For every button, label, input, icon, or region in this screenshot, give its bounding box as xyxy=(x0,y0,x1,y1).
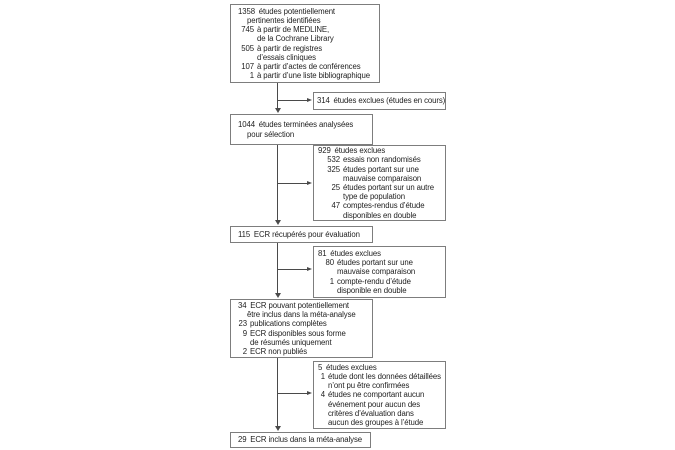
flow-line: disponible en double xyxy=(337,285,407,295)
flow-line: type de population xyxy=(343,192,405,202)
branch-excluded-eligibility-line xyxy=(277,269,308,270)
flow-line: aucun des groupes à l’étude xyxy=(328,418,424,427)
flow-line: 29 ECR inclus dans la méta-analyse xyxy=(238,435,363,445)
flow-line: 314 études exclues (études en cours) xyxy=(317,96,446,106)
flow-line: 81 études exclues xyxy=(318,248,381,258)
arrow-potential-to-included-head xyxy=(274,426,281,431)
branch-excluded-analysis-line xyxy=(277,393,308,394)
flow-line: événement pour aucun des xyxy=(328,399,421,409)
arrow-screened-to-retrieved-head xyxy=(274,220,281,225)
flow-line: d’essais cliniques xyxy=(257,52,316,62)
flow-line: mauvaise comparaison xyxy=(337,267,416,277)
flow-line: 34 ECR pouvant potentiellement xyxy=(238,300,349,310)
flow-line: n’ont pu être confirmées xyxy=(328,381,410,391)
box-rct-retrieved: 115 ECR récupérés pour évaluation xyxy=(230,226,373,243)
flow-line: critères d’évaluation dans xyxy=(328,408,414,418)
branch-excluded-eligibility-head xyxy=(307,266,312,271)
flow-line: 115 ECR récupérés pour évaluation xyxy=(238,229,360,239)
flow-line: pour sélection xyxy=(247,129,295,139)
arrow-retrieved-to-potential-line xyxy=(277,243,278,294)
flow-line: être inclus dans la méta-analyse xyxy=(247,310,356,320)
flow-line: de résumés uniquement xyxy=(250,337,332,347)
flow-line: 929 études exclues xyxy=(318,146,386,156)
box-excluded-ongoing: 314 études exclues (études en cours) xyxy=(313,92,446,110)
flow-line: pertinentes identifiées xyxy=(247,15,321,25)
arrow-retrieved-to-potential-head xyxy=(274,293,281,298)
flow-line: 5 études exclues xyxy=(318,362,377,372)
flow-line: 1358 études potentiellement xyxy=(238,6,335,16)
arrow-potential-to-included-line xyxy=(277,358,278,427)
flow-line: disponibles en double xyxy=(343,210,417,220)
arrow-identified-to-screened-line xyxy=(277,83,278,109)
branch-excluded-screening-head xyxy=(307,180,312,185)
branch-excluded-ongoing-head xyxy=(307,97,312,102)
box-rct-included: 29 ECR inclus dans la méta-analyse xyxy=(230,432,371,448)
branch-excluded-ongoing-line xyxy=(277,100,308,101)
arrow-identified-to-screened-head xyxy=(274,108,281,113)
branch-excluded-analysis-head xyxy=(307,390,312,395)
flow-line: 1044 études terminées analysées xyxy=(238,120,354,130)
branch-excluded-screening-line xyxy=(277,183,308,184)
flow-line: mauvaise comparaison xyxy=(343,173,422,183)
flow-line: de la Cochrane Library xyxy=(257,34,334,44)
